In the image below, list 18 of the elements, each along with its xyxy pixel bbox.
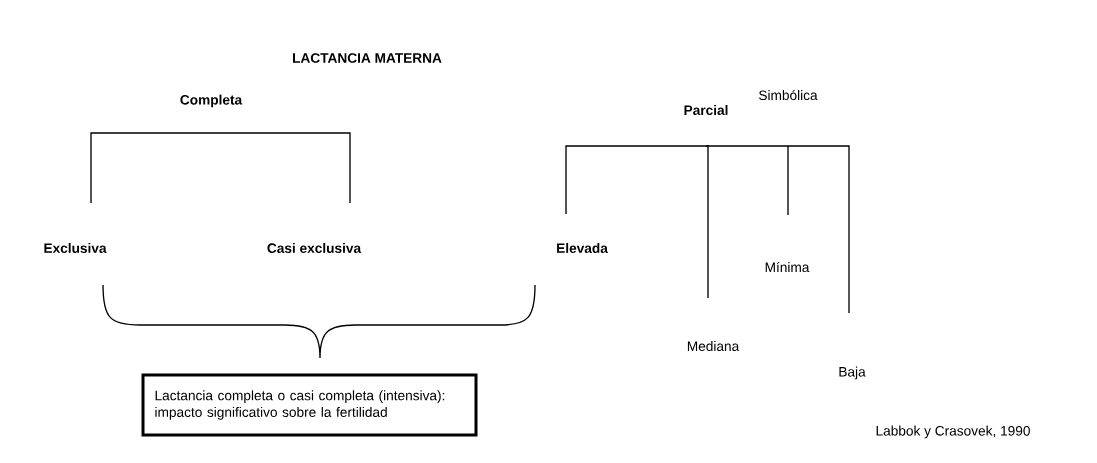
category-label: Exclusiva [44,242,107,253]
tree-line [565,145,707,215]
title: LACTANCIA MATERNA [293,53,442,63]
category-label: Casi exclusiva [267,242,362,253]
category-label: Elevada [557,242,608,253]
tree-line [787,145,789,216]
category-heading: Completa [180,94,243,108]
tree-line [90,132,212,204]
tree-line [705,145,850,314]
tree-line [705,145,709,299]
note-box: Lactancia completa o casi completa (intensiva): impacto significativo sobre la fertilidad [141,373,478,437]
category-heading: Simbólica [759,89,818,101]
source-note: Labbok y Crasovek, 1990 [876,425,1030,439]
category-heading: Parcial [684,104,728,115]
tree-line [210,132,351,204]
category-label: Mediana [687,340,740,351]
category-label: Baja [839,366,866,380]
category-label: Mínima [765,261,810,273]
